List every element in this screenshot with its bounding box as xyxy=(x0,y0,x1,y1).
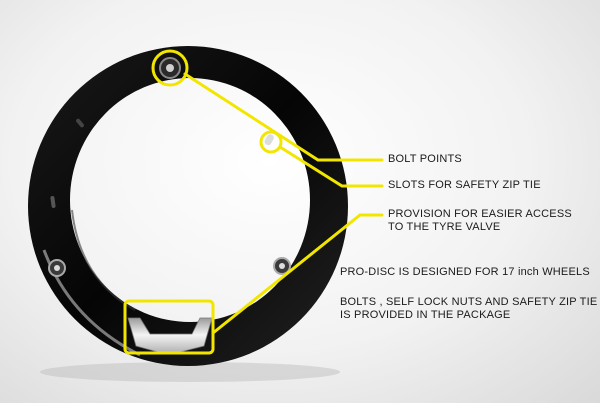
package-note-line-2: IS PROVIDED IN THE PACKAGE xyxy=(340,309,511,321)
bolt-highlight-circle xyxy=(151,49,189,87)
valve-access-line-1: PROVISION FOR EASIER ACCESS xyxy=(388,208,572,220)
bolt-points-label: BOLT POINTS xyxy=(388,153,462,165)
bolt-point-left xyxy=(48,259,66,277)
bolt-point-top xyxy=(159,57,181,79)
slot-leader-line xyxy=(278,145,384,188)
highlight-markers xyxy=(123,49,283,355)
leader-lines xyxy=(183,72,384,335)
slot-highlight-circle xyxy=(259,130,283,154)
zip-tie-slot-side xyxy=(50,196,56,208)
bolt-leader-line xyxy=(183,72,384,162)
package-note-line-1: BOLTS , SELF LOCK NUTS AND SAFETY ZIP TI… xyxy=(340,296,598,308)
valve-leader-line xyxy=(211,213,384,335)
bolt-point-right xyxy=(273,257,291,275)
valve-highlight-box xyxy=(123,299,215,355)
wheel-size-note: PRO-DISC IS DESIGNED FOR 17 inch WHEELS xyxy=(340,266,590,278)
zip-tie-slot-top xyxy=(264,134,274,146)
zip-tie-slots-label: SLOTS FOR SAFETY ZIP TIE xyxy=(388,179,541,191)
disc-ring xyxy=(28,46,348,366)
valve-access-line-2: TO THE TYRE VALVE xyxy=(388,221,501,233)
valve-access-label: PROVISION FOR EASIER ACCESS TO THE TYRE … xyxy=(388,208,572,234)
disc-shadow xyxy=(40,362,340,382)
disc-inner-edge xyxy=(71,209,136,311)
zip-tie-slot-upper-left xyxy=(76,118,84,128)
package-note: BOLTS , SELF LOCK NUTS AND SAFETY ZIP TI… xyxy=(340,296,597,322)
